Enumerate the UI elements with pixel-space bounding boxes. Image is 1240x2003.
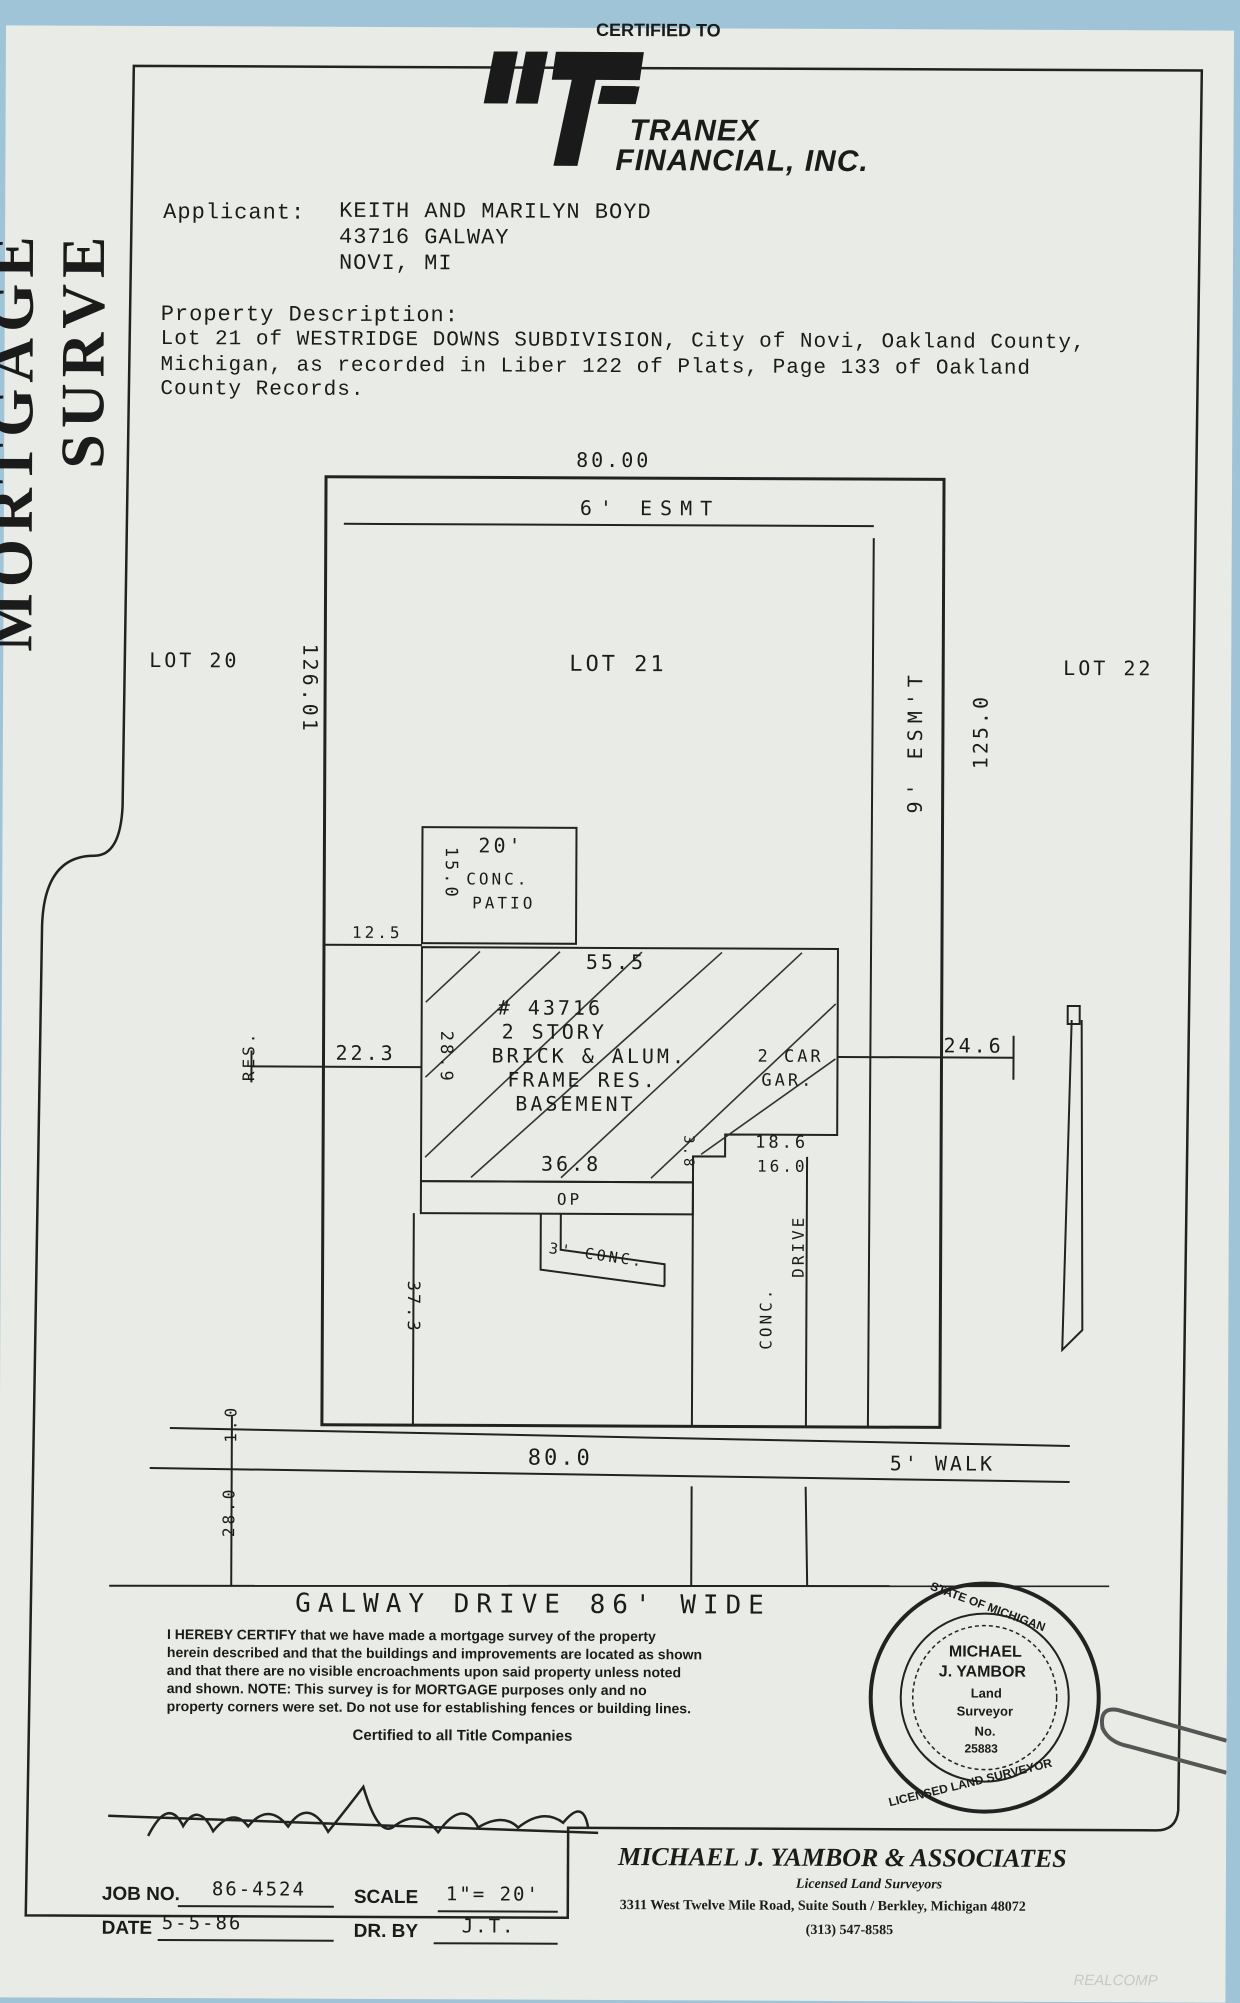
seal-no-value: 25883	[964, 1742, 997, 1756]
house-desc-3: FRAME RES.	[507, 1068, 658, 1093]
side-title: MORTGAGE SURVE	[0, 230, 120, 791]
house-desc-4: BASEMENT	[515, 1092, 635, 1117]
house-step-dimension: 3.8	[680, 1135, 696, 1169]
certification-line-4: and shown. NOTE: This survey is for MORT…	[167, 1680, 647, 1698]
drawn-by-label: DR. BY	[354, 1921, 419, 1943]
front-setback: 37.3	[403, 1281, 423, 1334]
applicant-label: Applicant:	[163, 200, 305, 226]
lot-20-label: LOT 20	[149, 648, 239, 672]
property-label: Property Description:	[161, 302, 459, 328]
job-number-value: 86-4524	[212, 1878, 306, 1900]
certification-line-2: herein described and that the buildings …	[167, 1644, 702, 1662]
left-lot-dimension: 126.01	[298, 643, 322, 733]
date-label: DATE	[102, 1918, 152, 1940]
firm-subtitle: Licensed Land Surveyors	[796, 1877, 942, 1894]
bottom-dimension: 80.0	[528, 1446, 593, 1471]
sidewalk-label: 5' WALK	[890, 1451, 995, 1475]
firm-name: MICHAEL J. YAMBOR & ASSOCIATES	[618, 1842, 1067, 1874]
date-value: 5-5-86	[162, 1912, 243, 1934]
garage-width: 18.6	[755, 1133, 808, 1153]
drive-label-2: DRIVE	[789, 1215, 808, 1278]
house-number: # 43716	[498, 995, 603, 1019]
seal-name-2: J. YAMBOR	[939, 1663, 1026, 1681]
lot-21-label: LOT 21	[569, 652, 667, 677]
seal-role-2: Surveyor	[957, 1703, 1013, 1718]
property-line2: Michigan, as recorded in Liber 122 of Pl…	[160, 354, 1031, 381]
patio-width: 20'	[478, 833, 523, 857]
watermark: REALCOMP	[1073, 1972, 1157, 1989]
lot-22-label: LOT 22	[1063, 656, 1153, 680]
garage-label-2: GAR.	[761, 1071, 814, 1091]
applicant-address: 43716 GALWAY	[339, 225, 510, 251]
drive-label-1: CONC.	[756, 1287, 775, 1350]
porch-label: OP	[557, 1190, 582, 1209]
road-label: GALWAY DRIVE 86' WIDE	[295, 1589, 771, 1621]
certification-line-1: I HEREBY CERTIFY that we have made a mor…	[167, 1626, 656, 1644]
left-setback: 22.3	[335, 1041, 395, 1065]
row-dimension-28: 28.0	[219, 1487, 238, 1538]
patio-label-2: PATIO	[472, 893, 535, 912]
company-name-line2: FINANCIAL, INC.	[615, 144, 868, 179]
house-desc-2: BRICK & ALUM.	[491, 1043, 687, 1068]
garage-right-dimension: 16.0	[757, 1157, 808, 1176]
drawn-by-value: J.T.	[462, 1915, 516, 1937]
scale-label: SCALE	[354, 1887, 419, 1909]
patio-offset: 12.5	[352, 923, 403, 942]
survey-document: MORTGAGE SURVE CERTIFIED TO TRANEX FINAN…	[0, 25, 1234, 2002]
certification-line-5: property corners were set. Do not use fo…	[167, 1698, 691, 1716]
scale-value: 1"= 20'	[446, 1883, 540, 1905]
row-dimension-1: 1.0	[221, 1405, 240, 1443]
seal-name-1: MICHAEL	[949, 1643, 1022, 1661]
seal-role-1: Land	[971, 1686, 1002, 1701]
rear-easement-label: 6' ESMT	[580, 496, 720, 521]
right-lot-dimension: 125.0	[968, 694, 992, 769]
side-easement-line	[868, 538, 874, 1427]
house-left-dimension: 28.9	[436, 1031, 456, 1084]
garage-label-1: 2 CAR	[757, 1047, 823, 1067]
firm-address: 3311 West Twelve Mile Road, Suite South …	[620, 1898, 1026, 1916]
right-setback: 24.6	[944, 1033, 1004, 1057]
house-top-dimension: 55.5	[586, 950, 646, 974]
applicant-city: NOVI, MI	[339, 251, 453, 276]
house-desc-1: 2 STORY	[502, 1019, 607, 1043]
signature-stroke	[108, 1786, 598, 1838]
patio-label-1: CONC.	[466, 869, 529, 888]
seal-no-label: No.	[975, 1724, 996, 1739]
certification-line-3: and that there are no visible encroachme…	[167, 1662, 681, 1680]
rear-easement-line	[344, 524, 874, 526]
top-dimension: 80.00	[576, 448, 651, 472]
patio-height: 15.0	[441, 847, 461, 900]
property-line1: Lot 21 of WESTRIDGE DOWNS SUBDIVISION, C…	[161, 328, 1086, 355]
certified-title-companies: Certified to all Title Companies	[353, 1727, 573, 1745]
side-easement-label: 9' ESM'T	[903, 669, 928, 813]
job-number-label: JOB NO.	[102, 1884, 180, 1906]
property-line3: County Records.	[160, 378, 364, 402]
firm-phone: (313) 547-8585	[806, 1923, 894, 1939]
left-residence-label: RES.	[239, 1031, 258, 1082]
house-bottom-dimension: 36.8	[541, 1152, 601, 1176]
applicant-name: KEITH AND MARILYN BOYD	[339, 199, 652, 225]
certified-to-label: CERTIFIED TO	[596, 20, 721, 42]
